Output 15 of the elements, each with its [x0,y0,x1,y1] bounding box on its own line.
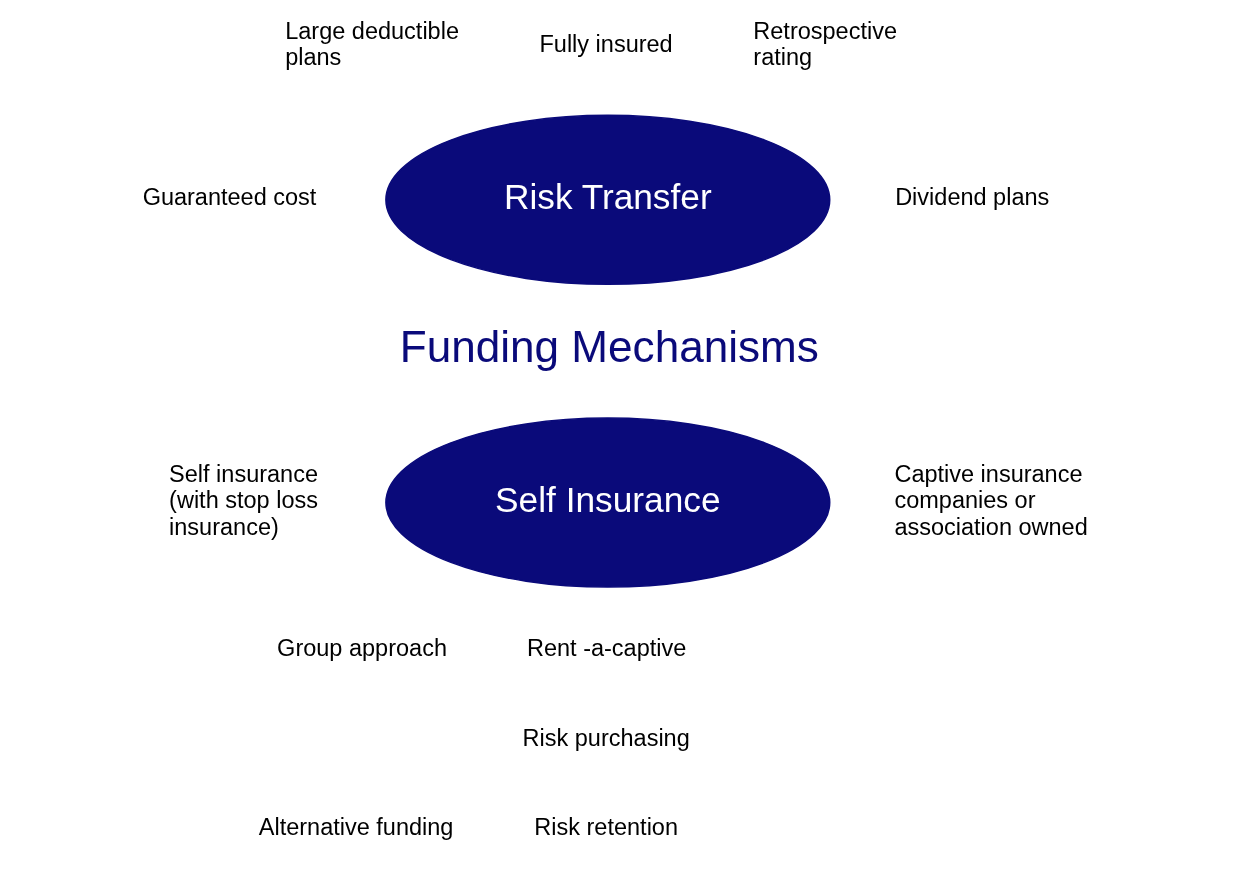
label: Guaranteed cost [142,184,316,211]
label: Alternative funding [258,814,453,841]
label: Fully insured [538,30,673,57]
label: Retrospective rating [752,17,897,71]
node-ellipse: Self Insurance [384,417,830,588]
label: Self insurance (with stop loss insurance) [168,460,318,540]
label: Risk purchasing [522,724,690,751]
label: Dividend plans [894,184,1049,211]
label: Funding Mechanisms [399,322,819,372]
label: Rent -a-captive [526,634,686,661]
label: Large deductible plans [284,17,459,71]
label: Group approach [276,634,447,661]
node-ellipse: Risk Transfer [384,114,830,286]
label: Risk retention [533,814,678,841]
label: Captive insurance companies or association owned [893,460,1088,540]
